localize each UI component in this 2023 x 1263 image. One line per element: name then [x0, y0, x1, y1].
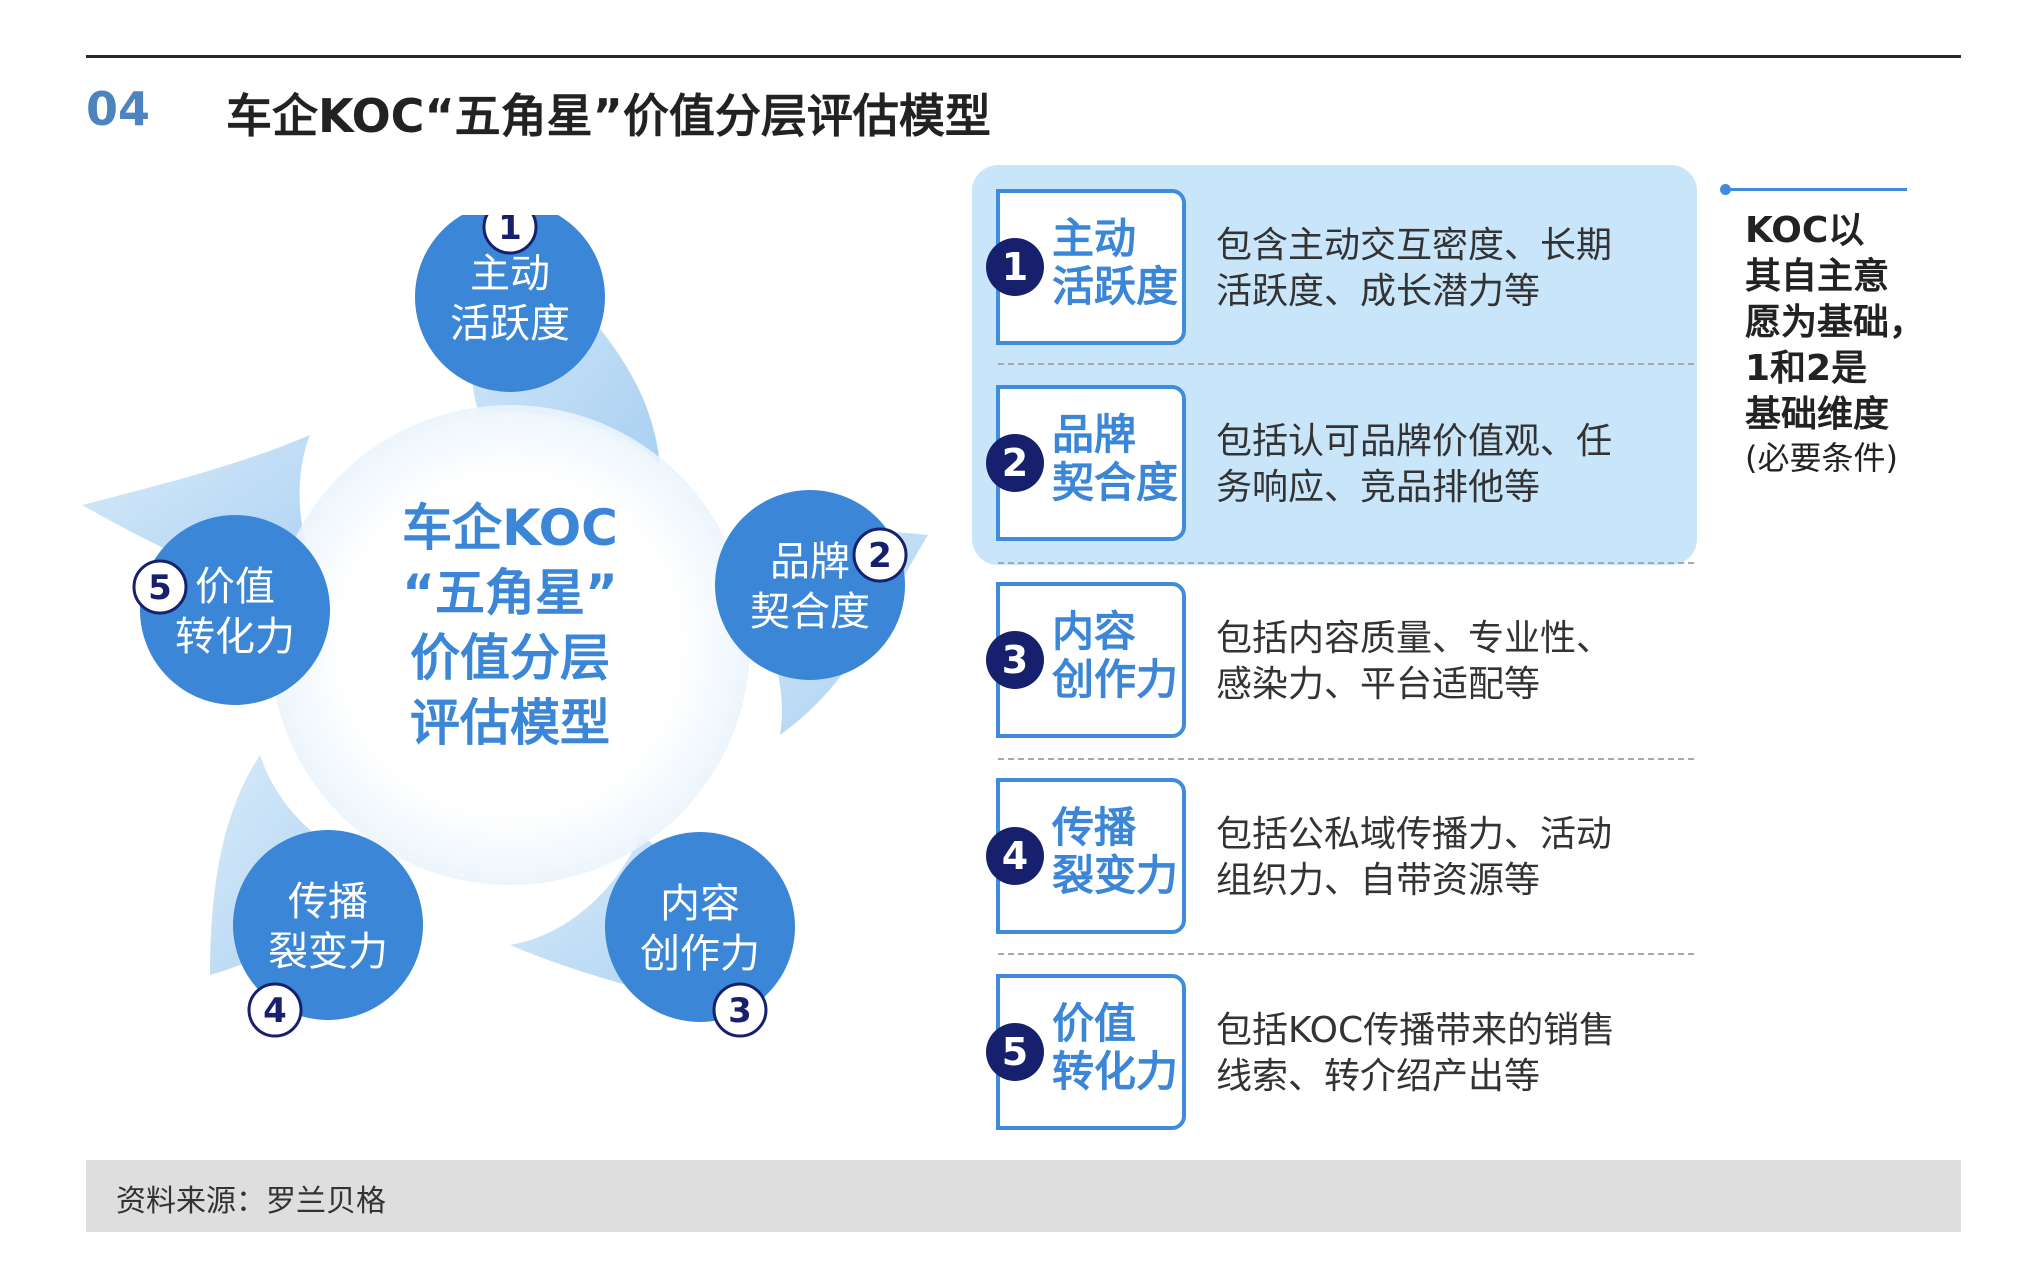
node-number-badge — [132, 559, 188, 615]
number-badge: 1 — [986, 238, 1044, 296]
page-title: 车企KOC“五角星”价值分层评估模型 — [226, 89, 991, 143]
node-label: 转化力 — [175, 614, 295, 660]
dimension-title: 传播裂变力 — [1052, 803, 1179, 900]
node-label: 内容 — [660, 881, 740, 927]
node-number-badge — [482, 215, 538, 255]
node-circle — [415, 215, 605, 392]
center-line: 评估模型 — [410, 694, 610, 752]
dimension-row: 4 传播裂变力 包括公私域传播力、活动组织力、自带资源等 — [986, 774, 1706, 944]
divider — [998, 562, 1694, 564]
dimension-desc: 包括内容质量、专业性、感染力、平台适配等 — [1216, 618, 1613, 705]
number-badge: 2 — [986, 434, 1044, 492]
node-label: 传播 — [288, 879, 368, 925]
side-note-dot — [1720, 184, 1731, 195]
number-badge: 4 — [986, 827, 1044, 885]
node-label: 契合度 — [750, 589, 870, 635]
dimension-desc: 包括公私域传播力、活动组织力、自带资源等 — [1216, 814, 1613, 901]
node-label: 价值 — [195, 564, 275, 610]
dimension-title: 品牌契合度 — [1052, 410, 1179, 507]
dimension-desc: 包含主动交互密度、长期活跃度、成长潜力等 — [1216, 225, 1613, 312]
source-text: 资料来源：罗兰贝格 — [116, 1184, 386, 1219]
divider — [998, 953, 1694, 955]
node-number-badge — [247, 982, 303, 1038]
node-number: 4 — [263, 991, 287, 1031]
number-badge: 5 — [986, 1023, 1044, 1081]
center-glow — [270, 405, 750, 885]
dimension-title: 价值转化力 — [1052, 999, 1179, 1096]
dimension-row: 3 内容创作力 包括内容质量、专业性、感染力、平台适配等 — [986, 578, 1706, 748]
node-label: 活跃度 — [450, 301, 570, 347]
center-line: 价值分层 — [410, 629, 610, 687]
node-label: 裂变力 — [268, 929, 388, 975]
node-label: 创作力 — [640, 931, 760, 977]
divider — [998, 363, 1694, 365]
side-note-text: KOC以 其自主意 愿为基础， 1和2是 基础维度 — [1745, 210, 1926, 435]
dimension-row: 1 主动活跃度 包含主动交互密度、长期活跃度、成长潜力等 — [986, 185, 1706, 355]
side-note-rule — [1725, 188, 1907, 191]
node-circle — [140, 515, 330, 705]
side-note-sub: (必要条件) — [1745, 439, 1898, 477]
node-number: 1 — [498, 215, 522, 248]
section-number: 04 — [86, 82, 151, 136]
center-title: 车企KOC “五角星” 价值分层 评估模型 — [402, 499, 618, 752]
top-rule — [86, 55, 1961, 58]
number-badge: 3 — [986, 631, 1044, 689]
node-label: 主动 — [470, 251, 550, 297]
node-number: 3 — [728, 991, 752, 1031]
dimension-title: 主动活跃度 — [1052, 214, 1179, 311]
source-footer: 资料来源：罗兰贝格 — [86, 1160, 1961, 1232]
node-circle — [715, 490, 905, 680]
dimension-desc: 包括认可品牌价值观、任务响应、竞品排他等 — [1216, 421, 1613, 508]
node-circle — [605, 832, 795, 1022]
divider — [998, 758, 1694, 760]
dimension-row: 5 价值转化力 包括KOC传播带来的销售线索、转介绍产出等 — [986, 970, 1706, 1140]
dimension-desc: 包括KOC传播带来的销售线索、转介绍产出等 — [1216, 1010, 1616, 1097]
dimension-title: 内容创作力 — [1052, 607, 1179, 704]
node-circle — [233, 830, 423, 1020]
node-label: 品牌 — [770, 539, 850, 585]
center-line: “五角星” — [402, 564, 618, 622]
dimension-row: 2 品牌契合度 包括认可品牌价值观、任务响应、竞品排他等 — [986, 381, 1706, 551]
node-number: 2 — [868, 536, 892, 576]
center-line: 车企KOC — [402, 499, 618, 557]
node-number-badge — [852, 527, 908, 583]
node-number-badge — [712, 982, 768, 1038]
node-number: 5 — [148, 568, 172, 608]
